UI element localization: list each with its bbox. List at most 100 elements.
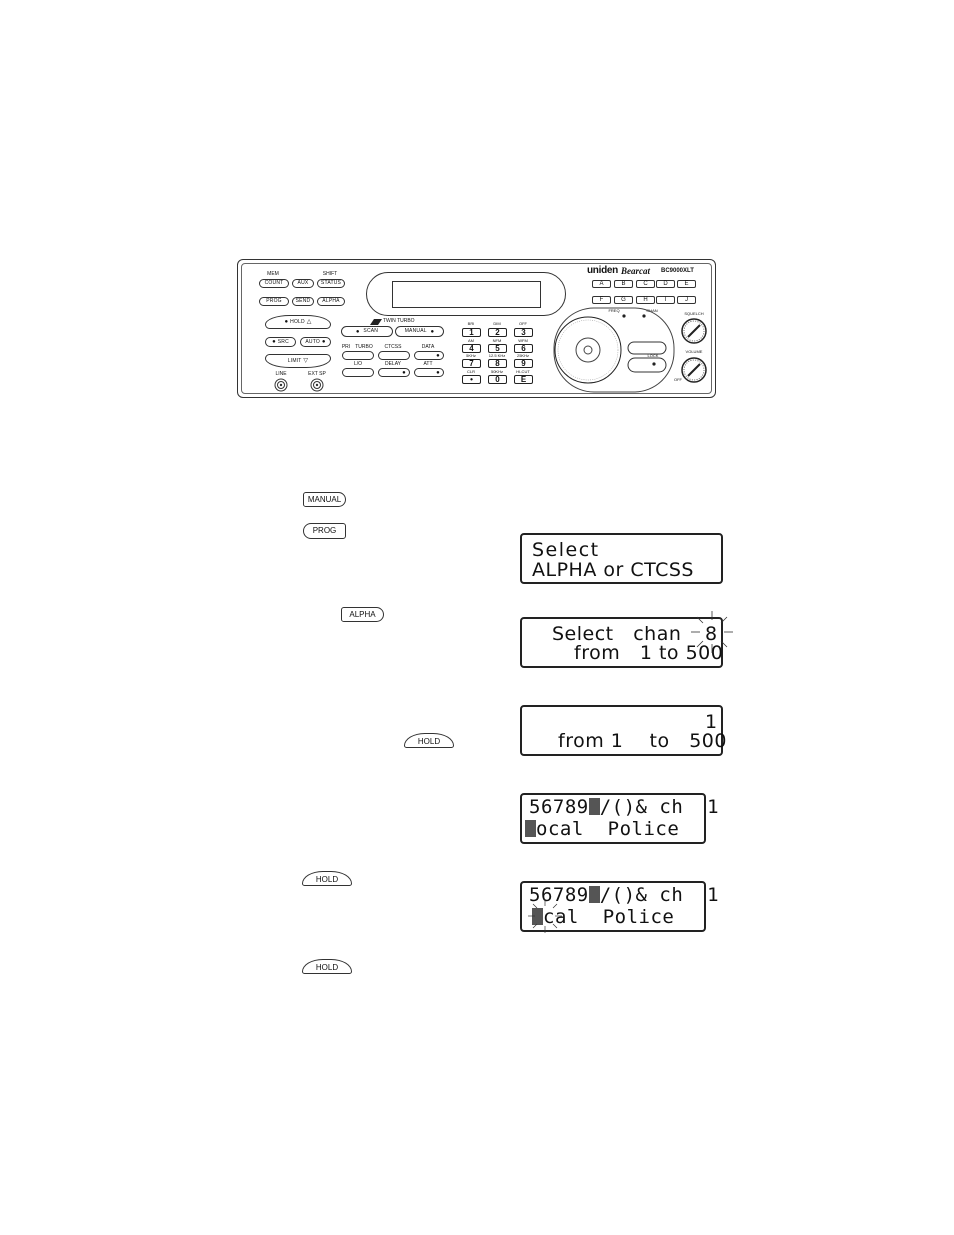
delay-button[interactable]: ● bbox=[378, 368, 410, 377]
mem-label: MEM bbox=[267, 271, 279, 277]
ext-sp-label: EXT SP bbox=[308, 371, 326, 377]
display-line-2: cal Police bbox=[532, 908, 674, 927]
cursor-block bbox=[588, 798, 600, 815]
lcd-display-select-alpha: Select ALPHA or CTCSS bbox=[520, 533, 723, 584]
bank-key-b[interactable]: B bbox=[614, 280, 633, 288]
key-caption: NFM bbox=[492, 338, 502, 343]
squelch-knob-icon[interactable] bbox=[680, 317, 708, 345]
display-text: /()& ch 1 bbox=[599, 796, 720, 818]
hold-step-button: HOLD bbox=[404, 733, 454, 748]
pri-label: PRI bbox=[341, 344, 351, 350]
display-line-2: ocal Police bbox=[525, 820, 679, 839]
blink-burst-icon bbox=[528, 899, 562, 933]
data-label: DATA bbox=[421, 344, 435, 350]
display-text: /()& ch 1 bbox=[599, 884, 720, 906]
lcd-display-from-1: 1 from 1 to 500 bbox=[520, 705, 726, 756]
display-line-2: from 1 to 500 bbox=[558, 730, 727, 752]
alpha-step-button: ALPHA bbox=[341, 607, 384, 622]
bank-key-c[interactable]: C bbox=[636, 280, 655, 288]
bank-key-e[interactable]: E bbox=[677, 280, 696, 288]
scanner-lcd bbox=[392, 281, 541, 308]
display-text: cal Police bbox=[543, 906, 675, 928]
data-button[interactable]: ● bbox=[414, 351, 444, 360]
scan-button[interactable]: ● SCAN bbox=[341, 326, 393, 337]
att-label: ATT bbox=[423, 361, 433, 367]
freq-label: FREQ bbox=[608, 308, 620, 313]
key-1[interactable]: 1 bbox=[462, 328, 481, 337]
turbo-label: TURBO bbox=[355, 344, 373, 350]
key-caption: OFF bbox=[519, 321, 527, 326]
key-8[interactable]: 8 bbox=[488, 359, 507, 368]
bearcat-logo: Bearcat bbox=[621, 266, 650, 276]
key-5[interactable]: 5 bbox=[488, 344, 507, 353]
chan-label: CHAN bbox=[646, 308, 658, 313]
bank-key-i[interactable]: I bbox=[656, 296, 675, 304]
display-channel-value: 1 bbox=[705, 711, 718, 733]
display-text: 56789 bbox=[529, 796, 589, 818]
prog-button[interactable]: PROG bbox=[259, 297, 289, 306]
key-3[interactable]: 3 bbox=[514, 328, 533, 337]
alpha-button[interactable]: ALPHA bbox=[317, 297, 345, 306]
bank-key-a[interactable]: A bbox=[592, 280, 611, 288]
line-label: LINE bbox=[275, 371, 287, 377]
src-button[interactable]: ● SRC bbox=[265, 337, 296, 347]
scanner-inner-frame bbox=[241, 263, 712, 394]
bank-key-g[interactable]: G bbox=[614, 296, 633, 304]
scan-label: SCAN bbox=[363, 328, 379, 334]
hold-step-button: HOLD bbox=[302, 959, 352, 974]
auto-button[interactable]: AUTO ● bbox=[300, 337, 331, 347]
lcd-display-local-police-1: 56789 /()& ch 1 ocal Police bbox=[520, 793, 719, 844]
bank-key-d[interactable]: D bbox=[656, 280, 675, 288]
bank-key-h[interactable]: H bbox=[636, 296, 655, 304]
limit-down-button[interactable]: LIMIT ▽ bbox=[265, 354, 331, 368]
key-9[interactable]: 9 bbox=[514, 359, 533, 368]
bank-key-f[interactable]: F bbox=[592, 296, 611, 304]
lo-button[interactable] bbox=[342, 368, 374, 377]
manual-button[interactable]: MANUAL ● bbox=[395, 326, 444, 337]
delay-label: DELAY bbox=[384, 361, 402, 367]
count-button[interactable]: COUNT bbox=[259, 279, 289, 288]
send-button[interactable]: SEND bbox=[292, 297, 314, 306]
key-6[interactable]: 6 bbox=[514, 344, 533, 353]
key-clr[interactable]: • bbox=[462, 375, 481, 384]
display-line-1: 56789 /()& ch 1 bbox=[529, 798, 719, 817]
key-caption: HI-CUT bbox=[516, 369, 530, 374]
off-label: OFF bbox=[674, 377, 682, 382]
key-caption: WFM bbox=[518, 338, 528, 343]
key-e[interactable]: E bbox=[514, 375, 533, 384]
cursor-block bbox=[525, 820, 536, 837]
brand-logo: uniden bbox=[587, 265, 618, 276]
display-text: ocal Police bbox=[536, 818, 680, 840]
display-channel-value: 8 bbox=[705, 623, 718, 645]
aux-button[interactable]: AUX bbox=[292, 279, 314, 288]
key-caption: 25KHz bbox=[516, 353, 529, 358]
hold-label: HOLD bbox=[290, 318, 305, 325]
key-4[interactable]: 4 bbox=[462, 344, 481, 353]
bank-key-j[interactable]: J bbox=[677, 296, 696, 304]
key-caption: BRI bbox=[467, 321, 475, 326]
auto-label: AUTO bbox=[305, 338, 320, 345]
manual-label: MANUAL bbox=[404, 328, 427, 334]
key-7[interactable]: 7 bbox=[462, 359, 481, 368]
hold-step-button: HOLD bbox=[302, 871, 352, 886]
status-button[interactable]: STATUS bbox=[317, 279, 345, 288]
ctcss-button[interactable] bbox=[378, 351, 410, 360]
keypad: BRI DIM OFF 1 2 3 AM NFM WFM 4 5 6 5KHz … bbox=[458, 320, 538, 388]
key-caption: DIM bbox=[493, 321, 501, 326]
key-caption: 5KHz bbox=[466, 353, 476, 358]
pri-turbo-button[interactable] bbox=[342, 351, 374, 360]
key-0[interactable]: 0 bbox=[488, 375, 507, 384]
cursor-block bbox=[588, 886, 600, 903]
prog-step-button: PROG bbox=[303, 523, 346, 539]
ctcss-label: CTCSS bbox=[384, 344, 402, 350]
lo-label: L/O bbox=[353, 361, 363, 367]
line-jack-icon[interactable] bbox=[274, 378, 288, 392]
volume-knob-icon[interactable] bbox=[680, 356, 708, 384]
display-line-2: from 1 to 500 bbox=[574, 642, 724, 664]
key-2[interactable]: 2 bbox=[488, 328, 507, 337]
ext-sp-jack-icon[interactable] bbox=[310, 378, 324, 392]
att-button[interactable]: ● bbox=[414, 368, 444, 377]
tuning-dial-icon[interactable] bbox=[552, 306, 676, 394]
hold-up-button[interactable]: ● HOLD △ bbox=[265, 315, 331, 329]
squelch-label: SQUELCH bbox=[684, 311, 704, 316]
